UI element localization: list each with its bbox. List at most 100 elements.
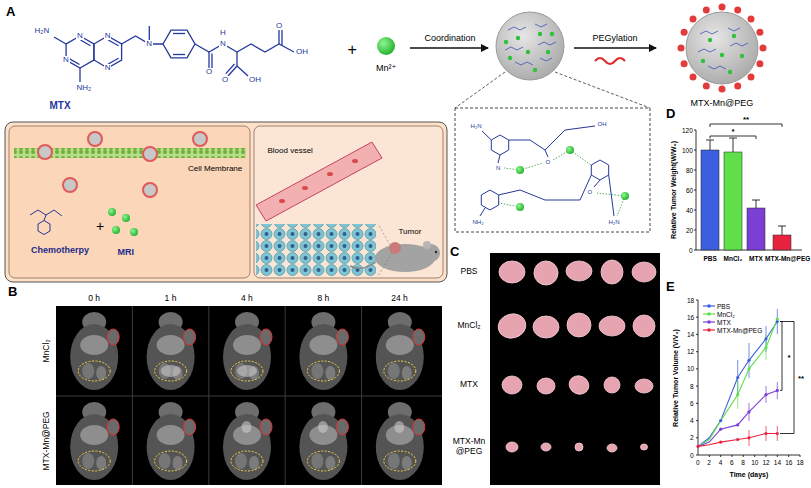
atom-label: N: [104, 32, 112, 40]
step-label: Mn²⁺: [376, 63, 396, 73]
legend-sample: [703, 319, 715, 325]
tick-label: 10: [687, 365, 694, 372]
line-chart: [696, 300, 800, 457]
panel-letter: A: [6, 5, 15, 20]
panel-letter: C: [450, 245, 459, 260]
image-label: 1 h: [165, 294, 177, 304]
bar-chart: [694, 124, 802, 250]
category-label: MnCl₂: [724, 255, 743, 262]
step-label: Coordination: [425, 33, 476, 43]
legend-sample: [703, 311, 715, 317]
mechanism-inset: [5, 122, 447, 282]
compound-name: MTX: [50, 100, 71, 112]
atom-label: OH: [295, 48, 309, 56]
atom-label: N: [62, 56, 70, 64]
atom-label: O: [545, 159, 552, 165]
category-label: PBS: [704, 255, 717, 262]
atom-label: O: [221, 76, 229, 84]
panel-letter: E: [666, 280, 675, 295]
axis-title: Relative Tumor Weight(W/W₀): [670, 141, 678, 239]
callout-label: Tumor: [399, 227, 422, 236]
tick-label: 100: [682, 147, 693, 154]
axis-title: Relative Tumor Volume (V/V₀): [672, 329, 680, 427]
atom-label: N: [104, 64, 112, 72]
image-label: PBS: [461, 267, 478, 277]
atom-label: H₂N: [34, 27, 51, 35]
image-label: MnCl₂: [41, 339, 51, 362]
atom-label: N: [76, 32, 84, 40]
significance-mark: *: [732, 127, 735, 136]
tick-label: 8: [690, 383, 694, 390]
image-label: MTX-Mn @PEG: [450, 437, 488, 457]
tick-label: 0: [696, 459, 700, 466]
tick-label: 14: [774, 459, 781, 466]
callout-label: Blood vessel: [268, 146, 313, 155]
atom-label: N: [145, 40, 153, 48]
tick-label: 6: [690, 400, 694, 407]
tick-label: 6: [730, 459, 734, 466]
panel-letter: B: [8, 285, 17, 300]
tick-label: 0: [690, 452, 694, 459]
tick-label: 16: [687, 314, 694, 321]
tick-label: 18: [797, 459, 804, 466]
image-label: MTX-Mn@PEG: [41, 411, 51, 470]
tick-label: 0: [689, 247, 693, 254]
image-label: MTX: [460, 380, 478, 390]
category-label: MTX-Mn@PEG: [765, 255, 810, 262]
tick-label: 16: [785, 459, 792, 466]
image-label: 0 h: [88, 294, 100, 304]
tick-label: 12: [763, 459, 770, 466]
atom-label: H₂N: [470, 123, 483, 129]
legend-text: PBS: [717, 303, 730, 310]
panel-letter: D: [666, 107, 675, 122]
tick-label: 60: [686, 187, 693, 194]
mri-images: [56, 306, 442, 485]
significance-mark: **: [743, 115, 749, 124]
atom-label: N: [495, 165, 501, 171]
atom-label: N: [219, 40, 227, 48]
atom-label: O: [587, 189, 594, 195]
category-label: MTX: [749, 255, 763, 262]
image-label: MnCl₂: [458, 321, 481, 331]
atom-label: H₂N: [608, 219, 621, 225]
callout-label: Cell Membrane: [188, 164, 242, 173]
mtx-molecule: [54, 26, 294, 82]
atom-label: O: [205, 68, 213, 76]
step-label: MTX-Mn@PEG: [691, 98, 754, 108]
plus-sign: +: [348, 41, 357, 59]
tick-label: 4: [719, 459, 723, 466]
tick-label: 2: [690, 434, 694, 441]
image-label: 24 h: [391, 294, 408, 304]
significance-mark: *: [788, 353, 791, 362]
atom-label: OH: [248, 76, 262, 84]
plus-sign: +: [96, 218, 104, 234]
legend-sample: [703, 303, 715, 309]
legend-sample: [703, 327, 715, 333]
tick-label: 4: [690, 417, 694, 424]
callout-label: Chemotherpy: [31, 245, 89, 255]
atom-label: O: [275, 22, 283, 30]
tumor-photos: [490, 253, 660, 485]
axis-title: Time (days): [730, 471, 769, 479]
atom-label: OH: [597, 121, 608, 127]
legend-text: MTX: [717, 319, 731, 326]
legend-text: MnCl₂: [717, 311, 735, 318]
tick-label: 8: [741, 459, 745, 466]
tick-label: 20: [686, 227, 693, 234]
tick-label: 14: [687, 331, 694, 338]
tick-label: 120: [682, 127, 693, 134]
callout-label: MRI: [118, 247, 135, 257]
image-label: 8 h: [317, 294, 329, 304]
tick-label: 80: [686, 167, 693, 174]
tick-label: 18: [687, 297, 694, 304]
tick-label: 2: [707, 459, 711, 466]
legend-text: MTX-Mn@PEG: [717, 327, 762, 334]
step-label: PEGylation: [593, 33, 638, 43]
atom-label: H: [219, 29, 227, 37]
atom-label: NH₂: [472, 219, 485, 225]
tick-label: 40: [686, 207, 693, 214]
atom-label: NH₂: [76, 84, 93, 92]
tick-label: 12: [687, 348, 694, 355]
